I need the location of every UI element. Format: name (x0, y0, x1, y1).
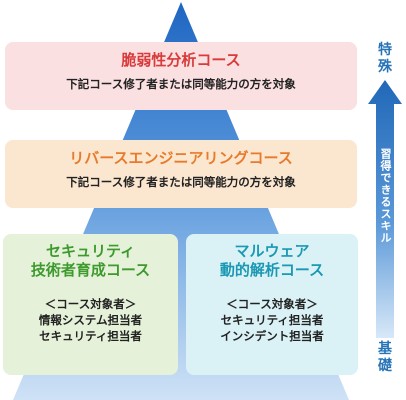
security-engineer-course-title-line2: 技術者育成コース (30, 261, 151, 279)
vulnerability-analysis-course-title: 脆弱性分析コース (121, 51, 241, 69)
axis-bottom-label: 基 礎 (368, 341, 402, 375)
course-target-item: セキュリティ担当者 (220, 313, 324, 327)
reverse-engineering-course-title: リバースエンジニアリングコース (69, 149, 293, 167)
course-target-header: ＜コース対象者＞ (226, 297, 318, 311)
security-engineer-course-card: セキュリティ 技術者育成コース ＜コース対象者＞ 情報システム担当者 セキュリテ… (3, 234, 178, 375)
axis-top-char: 特 (378, 42, 392, 58)
reverse-engineering-course-card: リバースエンジニアリングコース 下記コース修了者または同等能力の方を対象 (5, 140, 357, 208)
malware-analysis-course-targets: ＜コース対象者＞ セキュリティ担当者 インシデント担当者 (186, 296, 358, 344)
vulnerability-analysis-course-card: 脆弱性分析コース 下記コース修了者または同等能力の方を対象 (5, 42, 357, 110)
security-engineer-course-targets: ＜コース対象者＞ 情報システム担当者 セキュリティ担当者 (3, 296, 178, 344)
reverse-engineering-course-description: 下記コース修了者または同等能力の方を対象 (66, 175, 296, 189)
malware-analysis-course-title-line2: 動的解析コース (219, 261, 325, 279)
axis-bottom-char: 基 (378, 341, 392, 357)
course-target-item: セキュリティ担当者 (39, 329, 142, 343)
security-engineer-course-title-line1: セキュリティ (45, 242, 136, 260)
vulnerability-analysis-course-description: 下記コース修了者または同等能力の方を対象 (66, 77, 296, 91)
course-target-header: ＜コース対象者＞ (44, 297, 137, 311)
course-target-item: 情報システム担当者 (38, 313, 143, 327)
axis-bottom-char: 礎 (378, 358, 392, 374)
malware-analysis-course-card: マルウェア 動的解析コース ＜コース対象者＞ セキュリティ担当者 インシデント担… (186, 234, 358, 375)
skill-axis-label: 習得できるスキル (379, 148, 392, 244)
course-target-item: インシデント担当者 (220, 329, 324, 343)
skill-arrow-icon (368, 80, 402, 338)
malware-analysis-course-title-line1: マルウェア (234, 242, 310, 260)
axis-top-char: 殊 (378, 59, 392, 75)
axis-top-label: 特 殊 (368, 42, 402, 76)
